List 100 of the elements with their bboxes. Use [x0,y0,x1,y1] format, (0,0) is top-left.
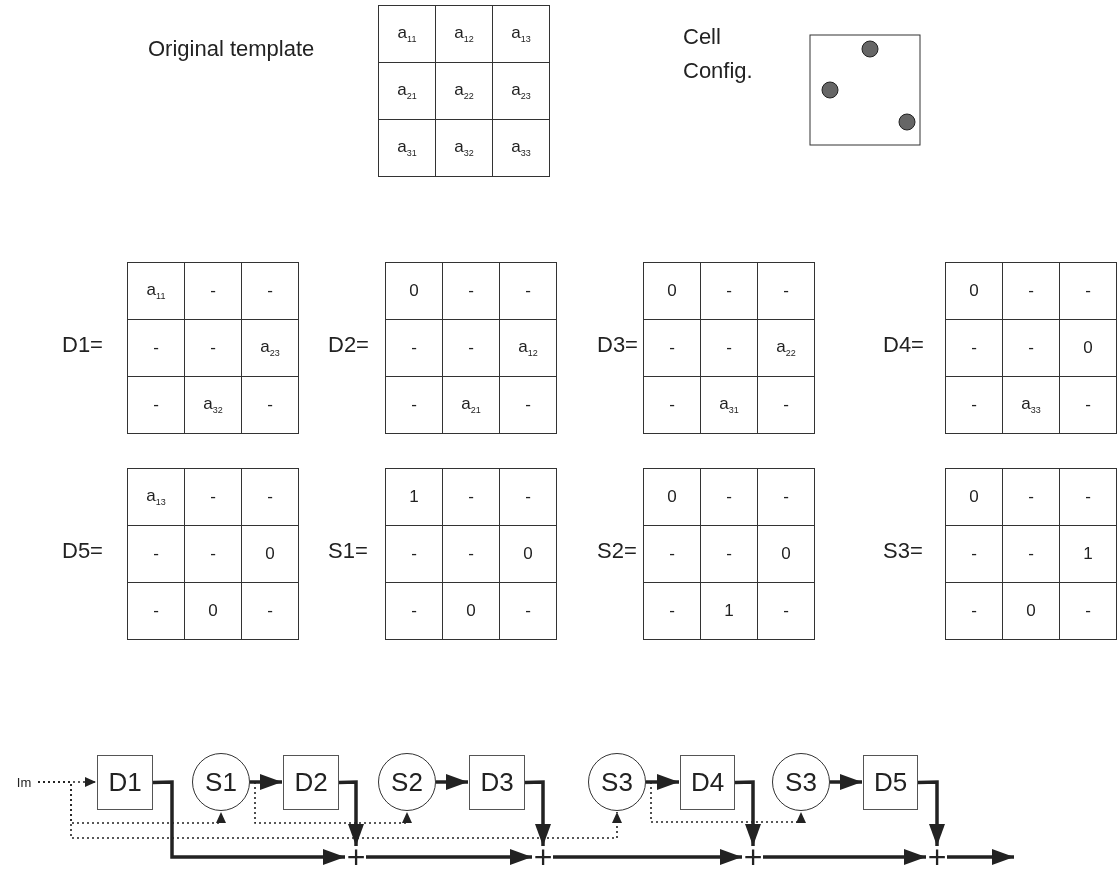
matrix-cell: 0 [643,262,701,320]
matrix-cell: - [945,376,1003,434]
process-box: D5 [863,755,918,810]
arrow [646,774,679,790]
matrix-cell: - [184,262,242,320]
matrix-cell: - [442,468,500,526]
matrix-cell: - [241,582,299,640]
matrix-cell: - [127,582,185,640]
matrix-cell: - [442,319,500,377]
matrix-cell: - [1002,262,1060,320]
arrow [947,849,1014,865]
matrix-cell: a$_{21}$ [378,62,436,120]
matrix-cell: - [385,525,443,583]
sum-sign: + [346,847,366,867]
matrix-cell: 0 [945,468,1003,526]
matrix-cell: - [1059,468,1117,526]
process-box: D1 [97,755,153,810]
matrix-cell: - [499,262,557,320]
matrix-cell: - [184,468,242,526]
arrow [524,780,551,846]
matrix-cell: a$_{22}$ [757,319,815,377]
matrix-title: D4= [883,332,924,358]
matrix-cell: a$_{33}$ [1002,376,1060,434]
matrix-title: D3= [597,332,638,358]
arrow [366,849,532,865]
process-box: D4 [680,755,735,810]
matrix-cell: - [385,376,443,434]
matrix-cell: 0 [499,525,557,583]
matrix-cell: - [700,319,758,377]
matrix-cell: 0 [1059,319,1117,377]
matrix-cell: a$_{32}$ [184,376,242,434]
input-label: Im [10,772,38,792]
matrix-cell: - [643,525,701,583]
matrix-cell: 0 [643,468,701,526]
matrix-cell: - [499,468,557,526]
operator-circle: S3 [588,753,646,811]
matrix-cell: - [385,319,443,377]
matrix-cell: - [700,525,758,583]
matrix-cell: 0 [184,582,242,640]
matrix-title: D1= [62,332,103,358]
matrix-cell: a$_{21}$ [442,376,500,434]
matrix-cell: - [700,468,758,526]
matrix-cell: 0 [757,525,815,583]
arrow [436,774,468,790]
matrix-cell: a$_{11}$ [127,262,185,320]
matrix-cell: a$_{23}$ [241,319,299,377]
matrix-title: D2= [328,332,369,358]
matrix-cell: - [442,525,500,583]
matrix-cell: 1 [700,582,758,640]
matrix-cell: a$_{32}$ [435,119,493,177]
matrix-cell: - [184,525,242,583]
matrix-cell: - [945,319,1003,377]
matrix-cell: 1 [1059,525,1117,583]
matrix-cell: - [127,525,185,583]
matrix-cell: a$_{31}$ [378,119,436,177]
matrix-cell: - [700,262,758,320]
matrix-title: S2= [597,538,637,564]
operator-circle: S2 [378,753,436,811]
matrix-cell: a$_{11}$ [378,5,436,63]
dotted-arrow [37,781,622,839]
matrix-cell: - [127,376,185,434]
matrix-cell: - [643,582,701,640]
matrix-cell: 0 [385,262,443,320]
matrix-cell: - [1059,376,1117,434]
matrix-cell: a$_{31}$ [700,376,758,434]
arrow [338,780,364,846]
arrow [917,780,945,846]
matrix-cell: 0 [945,262,1003,320]
arrow [152,780,345,865]
arrow [553,849,742,865]
matrix-cell: - [442,262,500,320]
matrix-cell: - [127,319,185,377]
matrix-cell: a$_{23}$ [492,62,550,120]
matrix-cell: - [385,582,443,640]
matrix-cell: 1 [385,468,443,526]
matrix-cell: - [241,468,299,526]
arrow [734,780,761,846]
matrix-cell: a$_{33}$ [492,119,550,177]
matrix-cell: - [1059,582,1117,640]
process-box: D2 [283,755,339,810]
matrix-cell: - [945,525,1003,583]
matrix-cell: - [1002,319,1060,377]
matrix-cell: - [499,582,557,640]
matrix-cell: - [241,262,299,320]
caption-text: Cell Config. [683,23,754,85]
matrix-cell: - [499,376,557,434]
matrix-cell: - [184,319,242,377]
matrix-cell: - [643,376,701,434]
matrix-cell: a$_{13}$ [127,468,185,526]
process-box: D3 [469,755,525,810]
arrow [250,774,282,790]
matrix-title: Original template [148,36,315,62]
matrix-cell: - [757,376,815,434]
operator-circle: S3 [772,753,830,811]
sum-sign: + [533,847,553,867]
matrix-cell: 0 [241,525,299,583]
matrix-cell: - [643,319,701,377]
matrix-cell: a$_{22}$ [435,62,493,120]
matrix-cell: a$_{12}$ [499,319,557,377]
arrow [763,849,926,865]
